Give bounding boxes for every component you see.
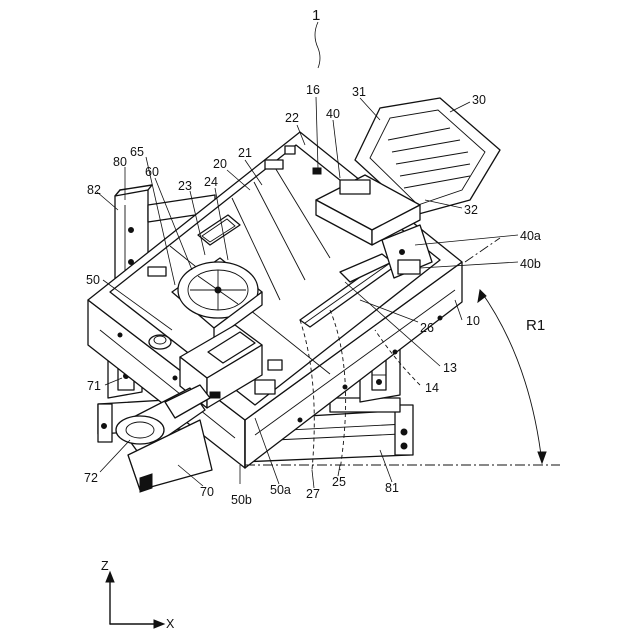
figure-number: 1: [312, 7, 320, 24]
label-22: 22: [285, 111, 299, 125]
axis-label-x: X: [166, 617, 175, 631]
label-14: 14: [425, 381, 439, 395]
angle-label-r1: R1: [526, 317, 545, 334]
label-31: 31: [352, 85, 366, 99]
label-50b: 50b: [231, 493, 252, 507]
label-30: 30: [472, 93, 486, 107]
axis-label-z: Z: [101, 559, 109, 573]
label-20: 20: [213, 157, 227, 171]
label-10: 10: [466, 314, 480, 328]
label-21: 21: [238, 146, 252, 160]
label-26: 26: [420, 321, 434, 335]
label-50a: 50a: [270, 483, 291, 497]
label-70: 70: [200, 485, 214, 499]
label-71: 71: [87, 379, 101, 393]
label-24: 24: [204, 175, 218, 189]
label-50: 50: [86, 273, 100, 287]
label-80: 80: [113, 155, 127, 169]
label-23: 23: [178, 179, 192, 193]
motor-cap: [149, 335, 171, 349]
label-40b: 40b: [520, 257, 541, 271]
label-82: 82: [87, 183, 101, 197]
label-27: 27: [306, 487, 320, 501]
label-13: 13: [443, 361, 457, 375]
label-72: 72: [84, 471, 98, 485]
label-40: 40: [326, 107, 340, 121]
label-65: 65: [130, 145, 144, 159]
label-40a: 40a: [520, 229, 541, 243]
label-81: 81: [385, 481, 399, 495]
label-32: 32: [464, 203, 478, 217]
label-16: 16: [306, 83, 320, 97]
label-60: 60: [145, 165, 159, 179]
arm-unit-70: [116, 385, 212, 492]
axis-indicator: [106, 572, 164, 628]
label-25: 25: [332, 475, 346, 489]
